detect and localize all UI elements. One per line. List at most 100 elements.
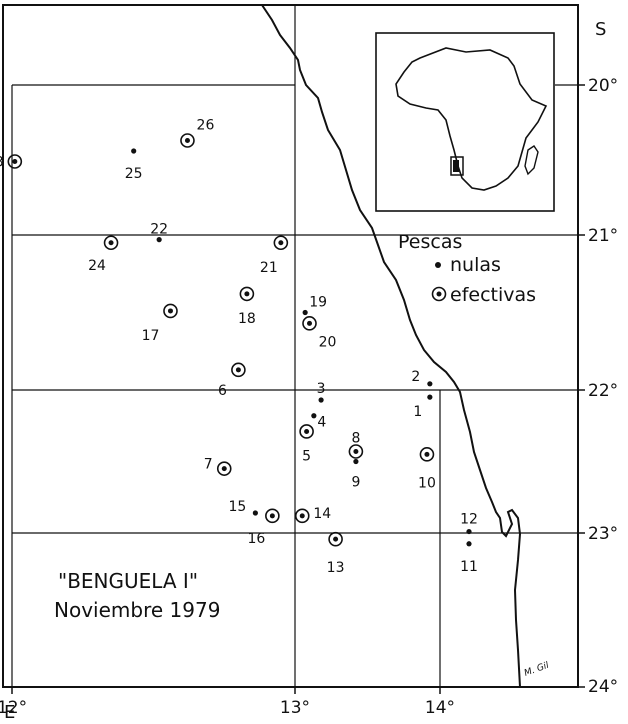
lat-tick-label: 23°	[588, 524, 618, 544]
station-17: 17	[142, 303, 178, 344]
station-23: 23	[0, 154, 23, 171]
station-25: 25	[125, 148, 143, 182]
station-16: 16	[247, 508, 280, 547]
station-19: 19	[302, 295, 327, 316]
station-efectiva-ring	[294, 508, 310, 524]
station-efectiva-dot	[424, 451, 430, 457]
station-efectiva-dot	[269, 513, 275, 519]
station-nula-dot	[311, 413, 317, 419]
hemisphere-lon-label: E	[4, 702, 15, 723]
lat-tick-label: 21°	[588, 226, 618, 246]
station-number-label: 5	[302, 448, 311, 464]
station-number-label: 6	[218, 383, 227, 399]
station-number-label: 4	[317, 415, 326, 431]
legend-efectiva-marker-dot	[436, 291, 442, 297]
station-5: 5	[299, 424, 314, 464]
study-area-box	[450, 156, 464, 176]
station-efectiva-dot	[184, 138, 190, 143]
station-6: 6	[218, 362, 246, 399]
station-efectiva-dot	[299, 513, 305, 519]
station-number-label: 8	[351, 430, 360, 446]
station-efectiva-dot	[108, 240, 114, 246]
station-20: 20	[302, 316, 337, 350]
station-nula-dot	[252, 510, 258, 516]
station-1: 1	[413, 394, 433, 420]
station-efectiva-ring	[163, 303, 178, 319]
lat-tick-label: 22°	[588, 381, 618, 401]
africa-inset	[375, 32, 555, 212]
station-24: 24	[88, 235, 119, 274]
station-efectiva-ring	[231, 362, 246, 378]
station-efectiva-dot	[307, 320, 312, 326]
hemisphere-lat-label: S	[595, 19, 606, 40]
station-nula-dot	[353, 458, 359, 465]
station-number-label: 14	[313, 506, 331, 522]
station-7: 7	[204, 457, 232, 476]
graticule	[11, 5, 578, 687]
station-number-label: 17	[142, 328, 160, 344]
station-8: 8	[348, 430, 364, 459]
station-efectiva-dot	[353, 448, 359, 454]
station-number-label: 1	[413, 404, 422, 420]
study-area-fill	[453, 160, 459, 172]
lat-tick-label: 20°	[588, 76, 618, 96]
station-14: 14	[294, 506, 331, 524]
station-number-label: 16	[247, 531, 265, 547]
station-nula-dot	[131, 148, 137, 154]
station-number-label: 11	[460, 559, 478, 575]
station-number-label: 21	[260, 260, 278, 276]
station-12: 12	[460, 512, 478, 535]
station-efectiva-dot	[12, 159, 18, 164]
station-number-label: 13	[327, 560, 345, 576]
station-number-label: 18	[238, 311, 256, 327]
legend-title: Pescas	[398, 231, 462, 253]
station-number-label: 7	[204, 457, 213, 473]
station-efectiva-ring	[273, 235, 289, 251]
station-number-label: 2	[411, 369, 420, 385]
station-efectiva-ring	[103, 235, 119, 251]
station-26: 26	[180, 118, 215, 148]
station-4: 4	[311, 413, 326, 431]
station-number-label: 20	[319, 334, 337, 350]
station-number-label: 12	[460, 512, 478, 528]
africa-outline	[395, 47, 548, 191]
lon-tick-label: 12°	[0, 698, 27, 718]
map-frame	[2, 4, 579, 688]
station-number-label: 22	[150, 222, 168, 238]
station-number-label: 26	[197, 118, 215, 134]
station-efectiva-ring	[180, 133, 195, 148]
station-number-label: 15	[228, 499, 246, 515]
lat-tick-label: 24°	[588, 677, 618, 697]
station-efectiva-dot	[244, 291, 250, 297]
station-efectiva-ring	[419, 447, 435, 462]
station-13: 13	[327, 531, 345, 576]
station-efectiva-dot	[278, 240, 284, 246]
station-efectiva-ring	[328, 531, 343, 547]
signature: M. Gil	[523, 661, 551, 679]
legend: Pescas nulas efectivas	[398, 231, 536, 306]
station-number-label: 9	[351, 475, 360, 491]
station-9: 9	[351, 458, 360, 491]
madagascar-outline	[524, 145, 539, 176]
lon-tick-label: 13°	[280, 698, 310, 718]
map-title: "BENGUELA I"	[58, 569, 198, 593]
station-efectiva-dot	[167, 308, 173, 314]
legend-efectivas-label: efectivas	[450, 284, 536, 306]
station-10: 10	[418, 447, 436, 491]
station-efectiva-dot	[235, 367, 241, 373]
station-15: 15	[228, 499, 258, 516]
map-subtitle: Noviembre 1979	[54, 598, 220, 622]
station-nula-dot	[466, 528, 472, 535]
station-efectiva-ring	[265, 508, 280, 524]
station-nula-dot	[427, 394, 433, 400]
coastline	[261, 4, 522, 688]
station-nula-dot	[427, 381, 433, 387]
station-22: 22	[150, 222, 168, 243]
stations-layer: 1234567891011121314151617181920212223242…	[0, 118, 478, 577]
station-number-label: 19	[309, 295, 327, 311]
station-18: 18	[238, 286, 256, 327]
legend-nula-marker	[435, 262, 441, 268]
legend-efectiva-marker-ring	[431, 286, 447, 302]
axis-ticks	[11, 84, 585, 694]
